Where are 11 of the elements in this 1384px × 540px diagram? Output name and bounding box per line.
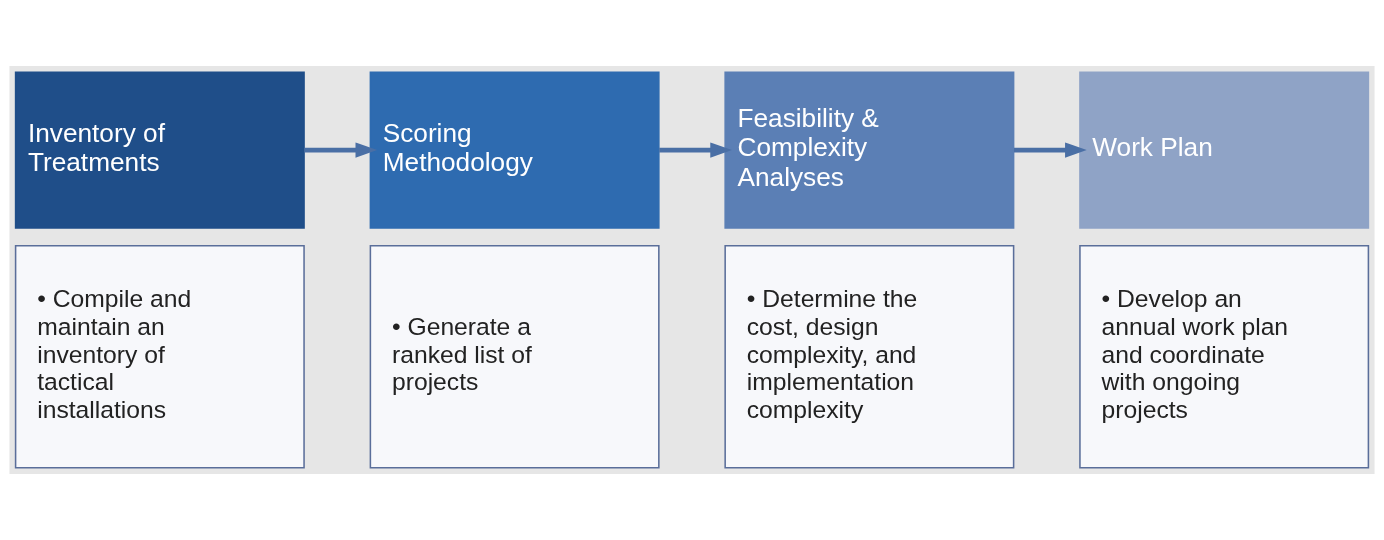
arrow	[659, 142, 732, 158]
node-box: Feasibility & Complexity Analyses	[724, 71, 1015, 229]
node-box: • Generate a ranked list of projects	[369, 244, 660, 469]
arrow	[304, 142, 378, 158]
node-box: • Compile and maintain an inventory of tactical installations	[14, 244, 305, 469]
node-box: • Determine the cost, design complexity, and implementation complexity	[724, 244, 1015, 469]
node-box: Scoring Methodology	[369, 71, 660, 229]
node-box: Work Plan	[1079, 71, 1370, 229]
arrow	[1014, 142, 1087, 158]
node-box: Inventory of Treatments	[14, 71, 305, 229]
node-box: • Develop an annual work plan and coordinate with ongoing projects	[1079, 244, 1370, 469]
